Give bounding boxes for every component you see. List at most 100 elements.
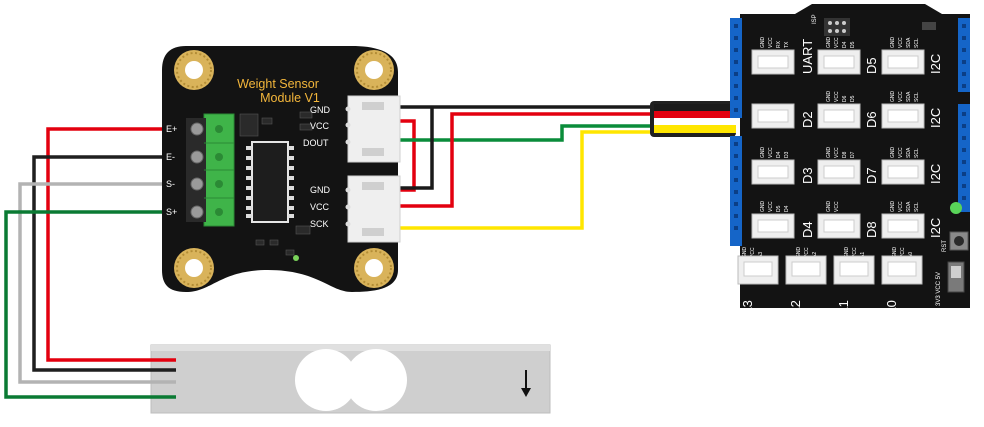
header-right-bottom	[958, 104, 970, 212]
grove-socket-a2	[785, 255, 827, 285]
module-title-line1: Weight Sensor	[237, 77, 319, 91]
port-label-i2c-1: I2C	[928, 54, 943, 74]
port-label-d4: D4	[800, 221, 815, 238]
weight-sensor-module: Weight Sensor Module V1 E+ E- S- S+	[162, 46, 401, 292]
svg-text:VCC: VCC	[834, 37, 840, 48]
reset-label: RST	[942, 240, 948, 252]
grove-wire-yellow	[654, 125, 736, 133]
screw-4	[190, 205, 204, 219]
svg-text:GND: GND	[826, 37, 832, 49]
svg-text:D8: D8	[842, 151, 848, 158]
pin-label-vcc-top: VCC	[310, 121, 330, 131]
grove-wire-red	[654, 111, 736, 118]
svg-text:VCC: VCC	[898, 37, 904, 48]
svg-text:VCC: VCC	[834, 91, 840, 102]
svg-text:GND: GND	[760, 37, 766, 49]
screw-2	[190, 150, 204, 164]
svg-text:VCC: VCC	[898, 201, 904, 212]
svg-text:GND: GND	[760, 147, 766, 159]
svg-text:SDA: SDA	[906, 37, 912, 48]
wire-green-dout	[400, 124, 660, 142]
mounting-pad-br	[354, 248, 394, 288]
svg-text:GND: GND	[796, 247, 802, 259]
port-label-d7: D7	[864, 167, 879, 184]
svg-text:D5: D5	[850, 95, 856, 102]
svg-text:D3: D3	[784, 151, 790, 158]
svg-text:VCC: VCC	[898, 91, 904, 102]
screw-3	[190, 177, 204, 191]
svg-text:GND: GND	[890, 147, 896, 159]
port-label-d3: D3	[800, 167, 815, 184]
svg-text:GND: GND	[826, 91, 832, 103]
voltage-switch	[947, 261, 965, 293]
grove-socket-d2	[751, 103, 795, 129]
wire-red-e-plus	[46, 127, 178, 362]
svg-text:VCC: VCC	[900, 247, 906, 258]
grove-socket-a0	[881, 255, 923, 285]
pin-label-s-plus: S+	[166, 207, 177, 217]
port-label-a2: A2	[788, 300, 803, 316]
svg-text:VCC: VCC	[768, 201, 774, 212]
port-label-i2c-4: I2C	[928, 218, 943, 238]
port-label-d5: D5	[864, 57, 879, 74]
wire-black-gnd-bottom	[400, 107, 434, 190]
grove-socket-i2c-1	[881, 49, 925, 75]
grove-socket-uart	[751, 49, 795, 75]
svg-text:GND: GND	[890, 201, 896, 213]
svg-text:D6: D6	[842, 95, 848, 102]
connector-top	[345, 95, 401, 163]
wire-red-vcc-top	[400, 119, 416, 192]
grove-socket-d6	[817, 103, 861, 129]
svg-text:A1: A1	[860, 252, 866, 258]
load-cell-hole-right	[345, 349, 407, 411]
reset-button	[949, 231, 969, 251]
mounting-pad-tl	[174, 50, 214, 90]
wire-green-s-plus	[4, 210, 178, 399]
svg-text:VCC: VCC	[898, 147, 904, 158]
load-cell-highlight	[151, 345, 550, 351]
grove-socket-a1	[833, 255, 875, 285]
svg-text:SCL: SCL	[914, 92, 920, 102]
header-left-top	[730, 18, 742, 118]
port-label-d6: D6	[864, 111, 879, 128]
screw-1	[190, 122, 204, 136]
svg-text:D4: D4	[784, 205, 790, 212]
signal-wires	[400, 105, 660, 230]
connector-bottom	[345, 175, 401, 243]
hx711-chip	[246, 141, 294, 223]
wire-gray-s-minus	[18, 182, 178, 384]
socket-pin-labels: GND VCC RX TX GND VCC D4 D5 GND VCC SDA …	[742, 37, 920, 259]
grove-base-shield: ISP	[730, 4, 970, 316]
load-cell-wires	[4, 127, 178, 399]
svg-text:A3: A3	[758, 252, 764, 258]
svg-text:SCL: SCL	[914, 148, 920, 158]
svg-text:A0: A0	[908, 252, 914, 258]
load-cell	[150, 344, 551, 414]
svg-text:A2: A2	[812, 252, 818, 258]
voltage-switch-label: 3V3 VCC 5V	[936, 272, 942, 306]
pin-label-gnd-top: GND	[310, 105, 331, 115]
svg-text:GND: GND	[826, 147, 832, 159]
svg-text:SDA: SDA	[906, 147, 912, 158]
grove-socket-d5	[817, 49, 861, 75]
isp-header	[824, 18, 850, 36]
port-label-d8: D8	[864, 221, 879, 238]
svg-text:VCC: VCC	[852, 247, 858, 258]
svg-text:D4: D4	[776, 151, 782, 158]
svg-text:GND: GND	[760, 201, 766, 213]
grove-cable	[650, 101, 736, 137]
wire-yellow-sck	[400, 130, 660, 230]
wire-black-e-minus	[32, 155, 178, 372]
isp-label: ISP	[812, 14, 818, 24]
svg-text:VCC: VCC	[834, 201, 840, 212]
svg-text:VCC: VCC	[768, 37, 774, 48]
port-label-i2c-2: I2C	[928, 108, 943, 128]
svg-text:GND: GND	[892, 247, 898, 259]
header-right-top	[958, 18, 970, 92]
power-led	[293, 255, 299, 261]
grove-wire-black	[654, 104, 736, 111]
down-arrow-icon	[521, 370, 531, 397]
port-label-a1: A1	[836, 300, 851, 316]
grove-socket-d8	[817, 213, 861, 239]
